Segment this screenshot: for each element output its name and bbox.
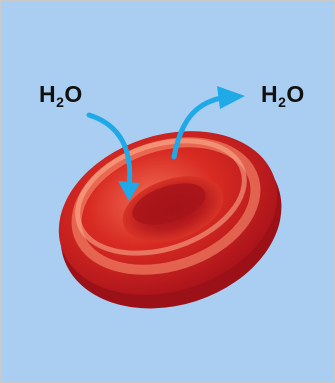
h2o-in-sub: 2 <box>56 94 64 110</box>
h2o-out-end: O <box>286 81 304 107</box>
h2o-in-end: O <box>64 81 82 107</box>
h2o-out-sub: 2 <box>278 94 286 110</box>
h2o-out-main: H <box>261 81 278 107</box>
h2o-in-main: H <box>39 81 56 107</box>
h2o-out-label: H2O <box>261 81 305 108</box>
h2o-in-label: H2O <box>39 81 83 108</box>
red-blood-cell-icon <box>37 104 303 336</box>
